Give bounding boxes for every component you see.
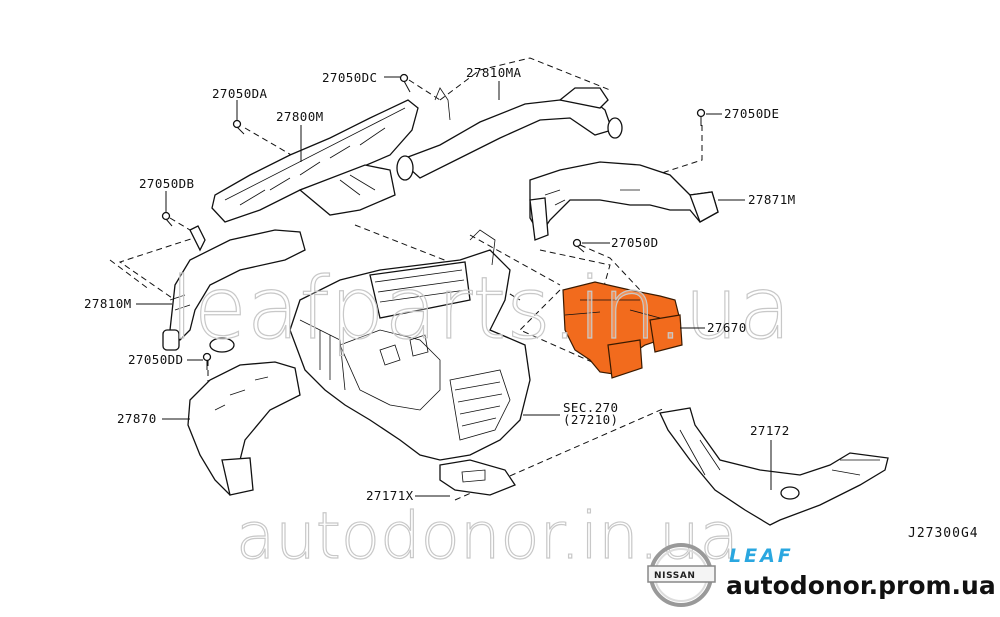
bolt-27050DD-icon: [202, 352, 212, 370]
label-27050DC[interactable]: 27050DC: [322, 70, 377, 85]
label-27050D[interactable]: 27050D: [611, 235, 659, 250]
bolt-27050DB-icon: [161, 211, 173, 227]
label-27050DD[interactable]: 27050DD: [128, 352, 183, 367]
watermark-leafparts: leafparts.in.ua: [170, 259, 791, 359]
label-27050DB[interactable]: 27050DB: [139, 176, 194, 191]
bolt-27050DA-icon: [232, 119, 245, 135]
bolt-27050DE-icon: [696, 108, 706, 126]
site-name: autodonor.prom.ua: [726, 571, 996, 600]
label-27670[interactable]: 27670: [707, 320, 747, 335]
nissan-logo: NISSAN: [647, 543, 716, 607]
bolt-27050D-icon: [572, 238, 585, 253]
leader-lines: [136, 76, 772, 497]
label-27871M[interactable]: 27871M: [748, 192, 796, 207]
part-labels: 27050DC 27810MA 27050DA 27800M 27050DE 2…: [84, 65, 796, 503]
label-27870[interactable]: 27870: [117, 411, 157, 426]
part-27670-highlighted-shape[interactable]: [562, 281, 683, 379]
label-27171X[interactable]: 27171X: [366, 488, 414, 503]
label-27800M[interactable]: 27800M: [276, 109, 324, 124]
label-27050DE[interactable]: 27050DE: [724, 106, 779, 121]
label-27050DA[interactable]: 27050DA: [212, 86, 268, 101]
label-27810M[interactable]: 27810M: [84, 296, 132, 311]
label-27172[interactable]: 27172: [750, 423, 790, 438]
part-27810M-shape[interactable]: [162, 225, 306, 353]
label-27810MA[interactable]: 27810MA: [466, 65, 522, 80]
part-27871M-shape[interactable]: [529, 161, 719, 241]
nissan-logo-text: NISSAN: [654, 571, 696, 581]
diagram-code: J27300G4: [908, 526, 979, 541]
model-name: LEAF: [729, 545, 794, 567]
bolts: [161, 73, 706, 370]
part-27172-shape[interactable]: [659, 407, 889, 526]
label-sec270[interactable]: SEC.270: [563, 400, 618, 415]
bolt-27050DC-icon: [399, 73, 411, 93]
heater-unit-sec270-shape[interactable]: [289, 229, 531, 496]
part-27870-shape[interactable]: [187, 361, 301, 496]
label-sec270-sub[interactable]: (27210): [563, 412, 618, 427]
watermark-autodonor: autodonor.in.ua: [236, 500, 739, 574]
part-27800M-shape[interactable]: [211, 99, 419, 223]
part-27810MA-shape[interactable]: [396, 87, 623, 181]
